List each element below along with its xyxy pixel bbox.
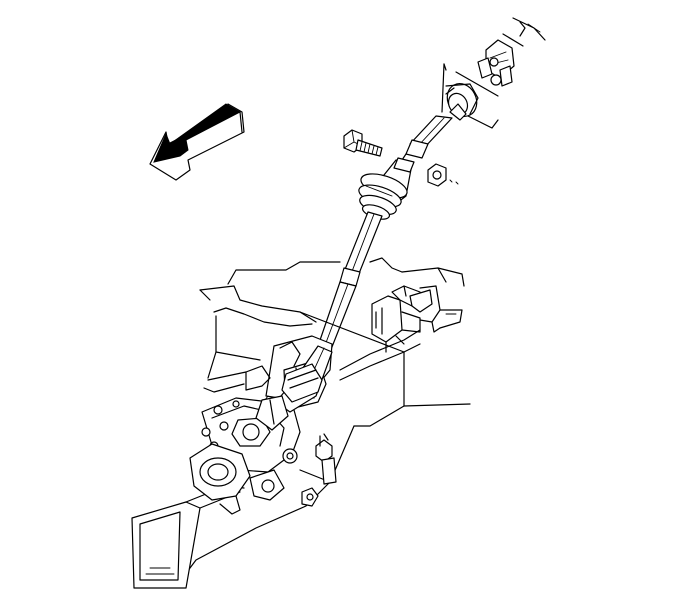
shaft-icon bbox=[401, 115, 453, 161]
fasteners bbox=[282, 433, 337, 507]
nut-icon bbox=[427, 163, 459, 187]
crossmember-outline bbox=[199, 257, 465, 379]
u-joint-icon bbox=[477, 39, 515, 87]
upper-shaft-end bbox=[502, 17, 546, 47]
bellows-icon bbox=[358, 157, 415, 220]
gear-box-icon bbox=[371, 285, 463, 353]
bolt-icon bbox=[343, 129, 383, 157]
front-of-vehicle-arrow-icon bbox=[149, 103, 245, 181]
lower-shaft-link bbox=[255, 345, 333, 431]
upper-yoke bbox=[445, 83, 479, 121]
frame-rail-icon bbox=[131, 311, 471, 589]
